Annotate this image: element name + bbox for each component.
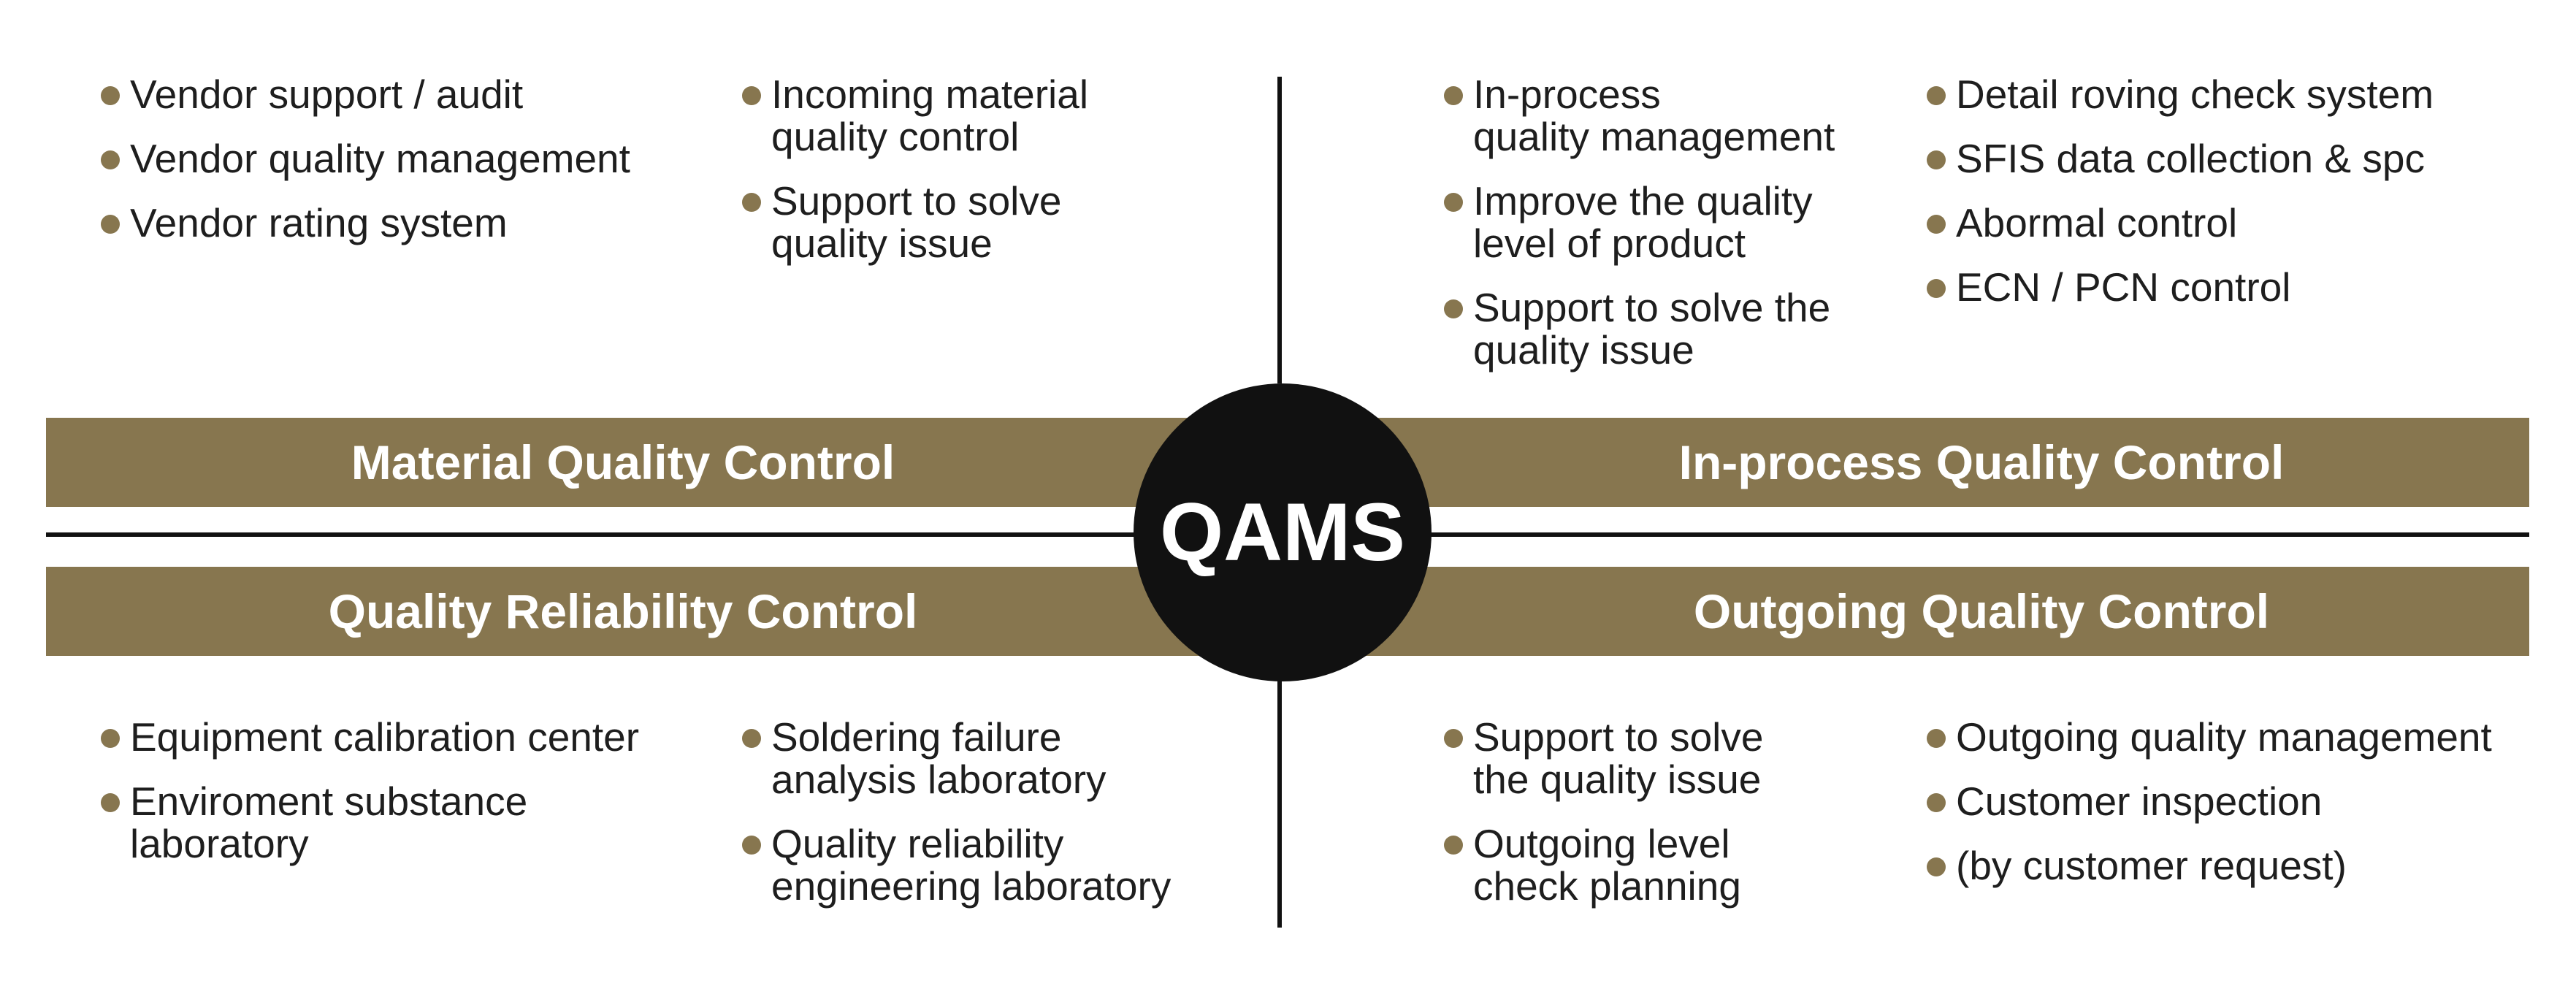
bullet-dot-icon <box>101 729 120 748</box>
bullet-dot-icon <box>1444 86 1463 105</box>
bullet-dot-icon <box>742 193 761 212</box>
list-item-text: Enviroment substance <box>130 779 528 824</box>
bullet-dot-icon <box>101 86 120 105</box>
list-item-text: Customer inspection <box>1956 779 2323 824</box>
list-item-text: Vendor quality management <box>130 136 630 181</box>
list-item-text: engineering laboratory <box>771 863 1172 909</box>
bullet-dot-icon <box>1927 215 1946 234</box>
category-material-quality-control: Material Quality Control <box>351 435 895 489</box>
list-item-text: Support to solve the <box>1473 285 1831 330</box>
list-item: Vendor support / audit <box>101 73 714 115</box>
list-item: SFIS data collection & spc <box>1927 137 2555 180</box>
list-item-text: quality issue <box>1473 327 1694 372</box>
list-item: Detail roving check system <box>1927 73 2555 115</box>
bullet-dot-icon <box>742 729 761 748</box>
bullet-dot-icon <box>1927 150 1946 169</box>
bullet-dot-icon <box>1444 729 1463 748</box>
list-item: Vendor rating system <box>101 202 714 244</box>
bullet-dot-icon <box>742 86 761 105</box>
list-item-text: Incoming material <box>771 72 1089 117</box>
bullet-dot-icon <box>1444 299 1463 318</box>
list-item-text: laboratory <box>130 821 309 866</box>
qams-hub-circle: QAMS <box>1134 383 1432 681</box>
list-item: Customer inspection <box>1927 780 2569 822</box>
category-quality-reliability-control: Quality Reliability Control <box>328 584 918 638</box>
list-item-text: Outgoing quality management <box>1956 714 2492 760</box>
list-item-text: Support to solve <box>1473 714 1764 760</box>
list-item: ECN / PCN control <box>1927 266 2555 308</box>
bullet-dot-icon <box>1927 857 1946 876</box>
list-item-text: Outgoing level <box>1473 821 1730 866</box>
list-item-text: Support to solve <box>771 178 1062 223</box>
list-item-text: check planning <box>1473 863 1741 909</box>
vertical-divider-bottom <box>1277 676 1282 928</box>
list-item-text: ECN / PCN control <box>1956 264 2291 310</box>
list-item: Vendor quality management <box>101 137 714 180</box>
bullet-dot-icon <box>1444 836 1463 855</box>
bullet-dot-icon <box>101 215 120 234</box>
bullet-dot-icon <box>1444 193 1463 212</box>
list-item-text: Vendor rating system <box>130 200 508 245</box>
category-outgoing-quality-control: Outgoing Quality Control <box>1693 584 2270 638</box>
bullet-dot-icon <box>101 150 120 169</box>
bullet-dot-icon <box>1927 793 1946 812</box>
hub-label: QAMS <box>1160 486 1405 578</box>
list-item-text: Quality reliability <box>771 821 1064 866</box>
bullet-dot-icon <box>742 836 761 855</box>
list-item-text: quality control <box>771 114 1020 159</box>
list-item-text: Detail roving check system <box>1956 72 2434 117</box>
list-item-text: level of product <box>1473 221 1746 266</box>
list-item: Equipment calibration center <box>101 716 729 758</box>
list-item: Abormal control <box>1927 202 2555 244</box>
list-item-text: In-process <box>1473 72 1661 117</box>
bullet-dot-icon <box>1927 279 1946 298</box>
bullet-dot-icon <box>1927 86 1946 105</box>
list-item-text: Equipment calibration center <box>130 714 640 760</box>
list-item-text: the quality issue <box>1473 757 1762 802</box>
list-item-text: analysis laboratory <box>771 757 1107 802</box>
list-item-text: Soldering failure <box>771 714 1062 760</box>
list-item-text: Abormal control <box>1956 200 2238 245</box>
list-item-text: SFIS data collection & spc <box>1956 136 2425 181</box>
vertical-divider-top <box>1277 77 1282 383</box>
list-item-text: quality issue <box>771 221 993 266</box>
category-in-process-quality-control: In-process Quality Control <box>1678 435 2285 489</box>
list-item: (by customer request) <box>1927 844 2569 887</box>
list-item-text: (by customer request) <box>1956 843 2347 888</box>
list-item-text: Improve the quality <box>1473 178 1813 223</box>
list-item-text: quality management <box>1473 114 1835 159</box>
list-item-text: Vendor support / audit <box>130 72 524 117</box>
bullet-dot-icon <box>101 793 120 812</box>
list-item: Outgoing quality management <box>1927 716 2569 758</box>
bullet-dot-icon <box>1927 729 1946 748</box>
